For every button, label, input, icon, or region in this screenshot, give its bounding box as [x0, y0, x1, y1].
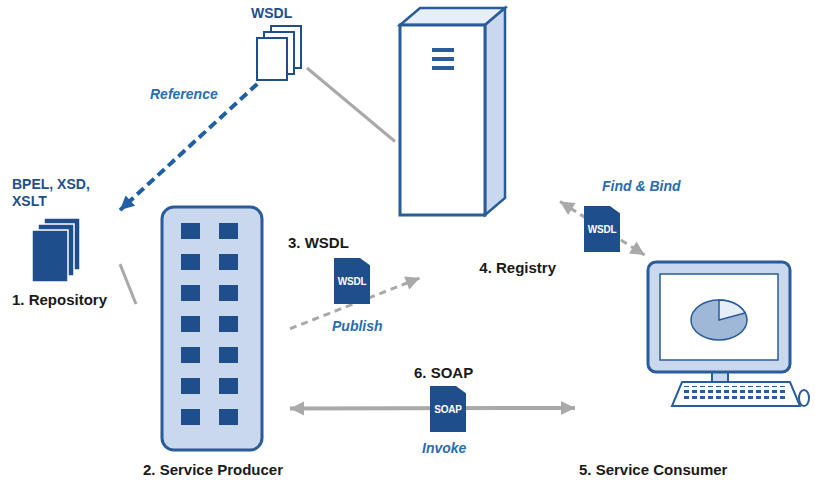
arrowhead [560, 202, 576, 215]
arrowhead [404, 277, 420, 290]
screen [660, 274, 778, 360]
repository-document-stack [32, 218, 80, 282]
node-label: 4. Registry [479, 258, 556, 277]
document-icon-label: WSDL [584, 206, 620, 252]
connector [120, 84, 257, 210]
node-label: WSDL [251, 5, 292, 22]
edge-label: Invoke [420, 440, 468, 457]
node-heading: BPEL, XSD, XSLT [12, 176, 104, 210]
callout-label: 3. WSDL [288, 234, 349, 252]
edge-label: Reference [148, 86, 220, 103]
document-icon-label: SOAP [430, 386, 466, 432]
server-side [485, 8, 505, 215]
arrowhead [629, 242, 645, 255]
pie-chart [691, 300, 747, 340]
connector-line [120, 84, 257, 210]
connector-line [307, 68, 395, 142]
callout-label: 6. SOAP [414, 364, 473, 382]
server-slot [432, 57, 454, 61]
server-front [400, 25, 485, 215]
rack-slots [181, 223, 257, 438]
document-icon-label: WSDL [334, 258, 370, 304]
document-stack: WSDL [247, 4, 307, 84]
service-producer: 2. Service Producer [136, 205, 290, 480]
arrowhead [290, 401, 304, 415]
edge-label: Publish [330, 318, 385, 335]
connector [120, 264, 136, 304]
node-label: 1. Repository [12, 290, 107, 309]
connector-line [560, 202, 645, 255]
page [257, 38, 287, 80]
arrowhead [561, 401, 575, 415]
server-rack [162, 207, 262, 450]
registry-server: 4. Registry [395, 5, 560, 278]
rack-body [162, 207, 262, 450]
repository: BPEL, XSD, XSLT 1. Repository [8, 175, 120, 310]
node-label: 5. Service Consumer [579, 460, 727, 479]
page [32, 230, 68, 282]
pie-slice [719, 300, 745, 320]
keys [684, 386, 788, 402]
edge-label: Find & Bind [600, 178, 683, 195]
wsdl-document-stack [257, 26, 301, 80]
server-slot [432, 66, 454, 70]
node-label: 2. Service Producer [143, 460, 283, 479]
connector-line [120, 264, 136, 304]
computer [648, 262, 809, 406]
monitor [648, 262, 790, 372]
connector [560, 202, 645, 255]
arrowhead [120, 195, 135, 210]
keyboard [672, 382, 800, 406]
server-slot [432, 48, 454, 52]
registry-server [400, 8, 505, 215]
connector [307, 68, 395, 142]
mouse [799, 390, 809, 406]
service-consumer: 5. Service Consumer [575, 255, 807, 480]
